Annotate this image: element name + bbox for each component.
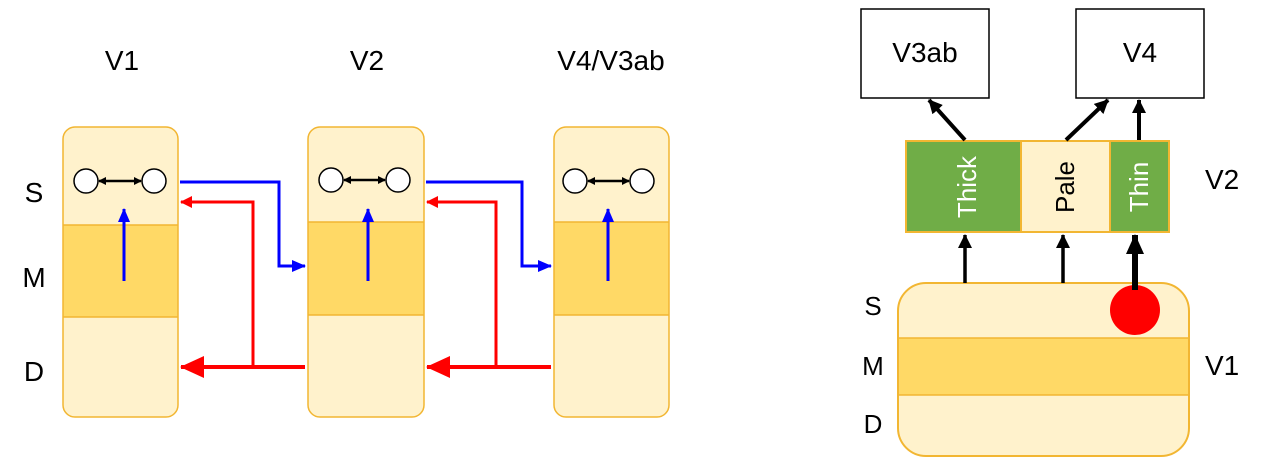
target-label-v4: V4 xyxy=(1123,37,1157,68)
stripe-pale xyxy=(1020,140,1111,233)
stripe-label-thin: Thin xyxy=(1124,162,1154,213)
arrow-pale-to-v4 xyxy=(1064,98,1110,142)
stripe-thin xyxy=(1109,140,1170,233)
lateral-connection-v1 xyxy=(73,168,167,194)
area-label-v4-v3ab: V4/V3ab xyxy=(557,45,664,76)
right-layer-label-m: M xyxy=(862,351,884,381)
stripe-label-pale: Pale xyxy=(1050,161,1080,213)
column-v1 xyxy=(62,126,179,418)
stripe-thick xyxy=(905,140,1022,233)
v1-label: V1 xyxy=(1205,350,1239,381)
left-panel: V1 V2 V4/V3ab S M D xyxy=(22,45,670,418)
feedforward-arrow-v1-v2 xyxy=(180,180,306,272)
stripe-label-thick: Thick xyxy=(952,155,982,218)
column-v2 xyxy=(307,126,425,418)
feedforward-arrow-v2-v4 xyxy=(426,180,552,272)
feedback-arrow-v4-v2-superficial xyxy=(426,196,498,367)
right-panel: V3ab V4 Thick Pale Thin V2 xyxy=(860,8,1239,457)
v2-label: V2 xyxy=(1205,164,1239,195)
layer-label-m: M xyxy=(22,262,45,293)
feedback-arrow-v2-v1-superficial xyxy=(180,196,255,367)
area-label-v2: V2 xyxy=(350,45,384,76)
v2-stripes: Thick Pale Thin xyxy=(905,140,1170,233)
target-label-v3ab: V3ab xyxy=(892,37,957,68)
area-label-v1: V1 xyxy=(105,45,139,76)
arrow-thick-to-v3ab xyxy=(927,98,967,142)
right-layer-label-d: D xyxy=(864,409,883,439)
layer-label-s: S xyxy=(25,177,44,208)
column-v4-v3ab xyxy=(553,126,670,418)
lateral-connection-v4 xyxy=(562,168,655,194)
layer-label-d: D xyxy=(24,356,44,387)
right-layer-label-s: S xyxy=(864,291,881,321)
lateral-connection-v2 xyxy=(318,167,411,193)
blob-marker xyxy=(1110,285,1160,335)
target-box-v3ab: V3ab xyxy=(860,8,990,99)
target-box-v4: V4 xyxy=(1075,8,1205,99)
